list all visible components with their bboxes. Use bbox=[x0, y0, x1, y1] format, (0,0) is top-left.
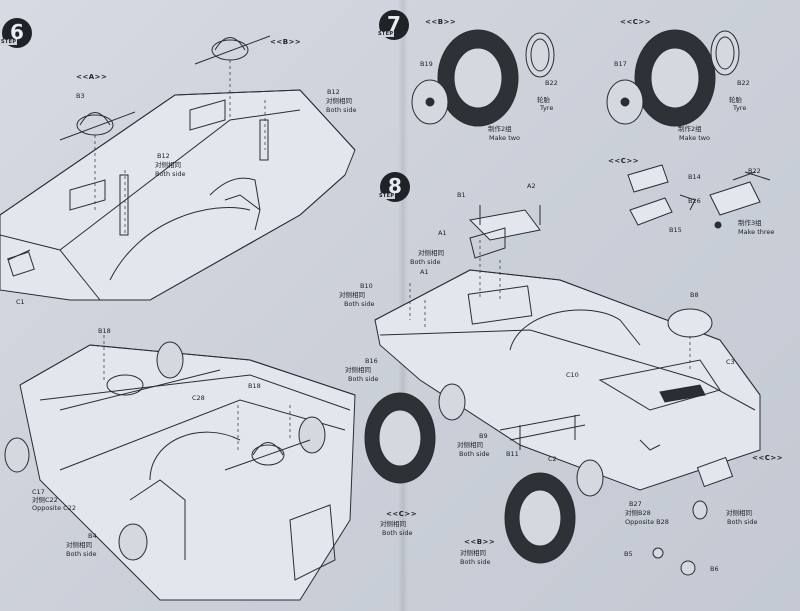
label-b8: B8 bbox=[690, 291, 699, 299]
tag-a: <<A>> bbox=[76, 73, 108, 81]
tag-c-wheel: <<C>> bbox=[386, 510, 418, 518]
step8-wheels bbox=[364, 383, 604, 564]
label-c1: C1 bbox=[16, 298, 25, 306]
label-b17: B17 bbox=[614, 60, 627, 68]
label-make-two-cn: 制作2组 bbox=[488, 125, 512, 133]
label-right-both-en: Both side bbox=[727, 518, 758, 526]
label-c17: C17 bbox=[32, 488, 45, 496]
step-8-badge: 8 STEP bbox=[378, 172, 410, 202]
label-c2: C2 bbox=[548, 455, 557, 463]
label-b15: B15 bbox=[669, 226, 682, 234]
label-b6: B6 bbox=[710, 565, 719, 573]
label-tyre-cn: 轮胎 bbox=[537, 96, 550, 104]
label-b4: B4 bbox=[88, 532, 97, 540]
label-b5: B5 bbox=[624, 550, 633, 558]
step6-upper-hull bbox=[0, 35, 356, 301]
label-b12: B12 bbox=[327, 88, 340, 96]
step-8-number: 8 bbox=[388, 174, 402, 198]
step8-hull bbox=[374, 205, 761, 576]
label-tyre-cn-2: 轮胎 bbox=[729, 96, 742, 104]
label-b10-both-en: Both side bbox=[344, 300, 375, 308]
label-b16-both-en: Both side bbox=[348, 375, 379, 383]
label-c28: C28 bbox=[192, 394, 205, 402]
label-a1: A1 bbox=[438, 229, 447, 237]
label-b18: B18 bbox=[98, 327, 111, 335]
tag-b-step7: <<B>> bbox=[425, 18, 457, 26]
label-opposite-c22-en: Opposite C22 bbox=[32, 504, 76, 512]
label-make-three-cn: 制作3组 bbox=[738, 219, 762, 227]
label-tyre-en: Tyre bbox=[540, 104, 554, 112]
label-a1-both-en: Both side bbox=[410, 258, 441, 266]
label-tyre-en-2: Tyre bbox=[733, 104, 747, 112]
tag-b-wheel: <<B>> bbox=[464, 538, 496, 546]
step-7-badge: 7 STEP bbox=[377, 10, 409, 40]
label-make-two-en-2: Make two bbox=[679, 134, 711, 142]
label-both-cn-2: 对侧相同 bbox=[155, 161, 181, 169]
label-a2: A2 bbox=[527, 182, 536, 190]
label-wheel-b-both-cn: 对侧相同 bbox=[460, 549, 486, 557]
label-b19: B19 bbox=[420, 60, 433, 68]
label-make-two-en: Make two bbox=[489, 134, 521, 142]
label-opposite-b28-en: Opposite B28 bbox=[625, 518, 669, 526]
tag-b-step6: <<B>> bbox=[270, 38, 302, 46]
label-right-both-cn: 对侧相同 bbox=[726, 509, 752, 517]
label-make-two-cn-2: 制作2组 bbox=[678, 125, 702, 133]
label-make-three-en: Make three bbox=[738, 228, 775, 236]
label-b3: B3 bbox=[76, 92, 85, 100]
label-b11: B11 bbox=[506, 450, 519, 458]
step-6-badge: 6 STEP bbox=[0, 18, 32, 48]
step-8-word: STEP bbox=[378, 193, 396, 199]
step6-lower-hull bbox=[4, 335, 356, 601]
label-b22: B22 bbox=[545, 79, 558, 87]
label-b12-2: B12 bbox=[157, 152, 170, 160]
tag-c-step7: <<C>> bbox=[620, 18, 652, 26]
label-wheel-b-both-en: Both side bbox=[460, 558, 491, 566]
label-b9-both-en: Both side bbox=[459, 450, 490, 458]
step-6-number: 6 bbox=[10, 20, 24, 44]
step-6-word: STEP bbox=[0, 39, 18, 45]
label-opposite-c22-cn: 对侧C22 bbox=[32, 496, 58, 504]
label-b9: B9 bbox=[479, 432, 488, 440]
label-b9-both-cn: 对侧相同 bbox=[457, 441, 483, 449]
label-b16-both-cn: 对侧相同 bbox=[345, 366, 371, 374]
label-b14: B14 bbox=[688, 173, 701, 181]
label-b18-2: B18 bbox=[248, 382, 261, 390]
label-wheel-c-both-cn: 对侧相同 bbox=[380, 520, 406, 528]
label-b1: B1 bbox=[457, 191, 466, 199]
label-both-en-2: Both side bbox=[155, 170, 186, 178]
step-7-word: STEP bbox=[377, 31, 395, 37]
label-b22-3: B22 bbox=[748, 167, 761, 175]
label-b12-both-cn: 对侧相同 bbox=[326, 97, 352, 105]
label-a1-both-cn: 对侧相同 bbox=[418, 249, 444, 257]
label-b27: B27 bbox=[629, 500, 642, 508]
label-b22-2: B22 bbox=[737, 79, 750, 87]
label-b12-both-en: Both side bbox=[326, 106, 357, 114]
label-b16: B16 bbox=[365, 357, 378, 365]
label-wheel-c-both-en: Both side bbox=[382, 529, 413, 537]
tag-c-b14: <<C>> bbox=[608, 157, 640, 165]
label-opposite-b28-cn: 对侧B28 bbox=[625, 509, 651, 517]
b14-subassembly bbox=[627, 164, 771, 229]
step7-wheels bbox=[411, 29, 740, 127]
label-a1-hatch: A1 bbox=[420, 268, 429, 276]
label-c10: C10 bbox=[566, 371, 579, 379]
label-b4-both-cn: 对侧相同 bbox=[66, 541, 92, 549]
label-b10: B10 bbox=[360, 282, 373, 290]
label-b4-both-en: Both side bbox=[66, 550, 97, 558]
label-b26: B26 bbox=[688, 197, 701, 205]
label-c3: C3 bbox=[726, 358, 735, 366]
label-b10-both-cn: 对侧相同 bbox=[339, 291, 365, 299]
step-7-number: 7 bbox=[387, 12, 401, 36]
tag-c-step8: <<C>> bbox=[752, 454, 784, 462]
